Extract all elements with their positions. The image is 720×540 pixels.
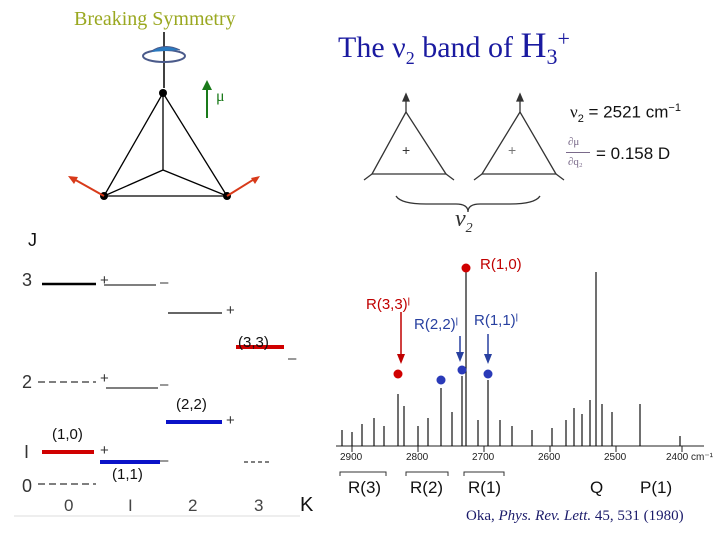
branch-r3: R(3) (348, 478, 382, 497)
citation-authors: Oka, (466, 508, 499, 524)
spectrum-plot (336, 263, 704, 476)
j-tick-2: 2 (22, 372, 33, 392)
citation-rest: 45, 531 (1980) (591, 508, 684, 524)
mode-plus-left: + (402, 142, 411, 158)
slide-title: The ν2 band of H3+ (338, 24, 570, 70)
nu2-brace-symbol: ν (455, 206, 466, 232)
level-label-3-3: (3,3) (238, 334, 269, 351)
citation: Oka, Phys. Rev. Lett. 45, 531 (1980) (466, 508, 684, 525)
j-axis-label: J (28, 230, 37, 250)
j-tick-1: I (24, 442, 30, 462)
breaking-symmetry-heading: Breaking Symmetry (74, 8, 236, 30)
parity-plus-j3k2: + (226, 302, 235, 319)
j-tick-0: 0 (22, 476, 33, 496)
spectrum-axis-2400: 2400 cm⁻¹ (666, 452, 713, 463)
title-nu-sub: 2 (405, 48, 415, 68)
spectrum-axis-2700: 2700 (472, 452, 495, 463)
nu2-brace-label: ν2 (455, 206, 473, 237)
parity-minus-j3: – (160, 274, 169, 291)
parity-plus-j3: + (100, 272, 109, 289)
molecule-triangle (68, 89, 260, 200)
transition-r-1-1: R(1,1)ˡ (474, 312, 519, 329)
transition-r-2-2: R(2,2)ˡ (414, 316, 459, 333)
energy-level-diagram (14, 282, 300, 517)
mu-label: μ (216, 88, 225, 105)
k-tick-1: I (128, 496, 133, 515)
transition-r-1-0: R(1,0) (480, 256, 522, 273)
parity-plus-j1: + (100, 442, 109, 459)
parity-minus-j2: – (160, 376, 169, 393)
nu2-mode-drawing (363, 92, 565, 213)
fraction-bar (566, 152, 590, 153)
nu2-symbol: ν (570, 102, 578, 122)
title-molecule: H (520, 25, 547, 65)
spectrum-axis-2800: 2800 (406, 452, 429, 463)
branch-p1: P(1) (640, 478, 673, 497)
rotation-icon (142, 32, 186, 88)
nu2-brace-sub: 2 (465, 220, 473, 236)
nu2-value: = 2521 cm (583, 102, 669, 122)
title-molecule-sub: 3 (546, 44, 558, 69)
level-label-1-1: (1,1) (112, 466, 143, 483)
branch-r2: R(2) (410, 478, 444, 497)
title-middle: band of (414, 31, 521, 64)
dipole-arrow (202, 80, 212, 118)
title-nu: ν (392, 31, 406, 64)
k-tick-2: 2 (188, 496, 198, 515)
nu2-sub: 2 (577, 113, 584, 126)
nu2-frequency-label: ν2 = 2521 cm−1 (570, 102, 681, 125)
parity-plus-j2k2: + (226, 412, 235, 429)
parity-minus-j1: – (160, 452, 169, 469)
spectrum-axis-2900: 2900 (340, 452, 363, 463)
branch-r1: R(1) (468, 478, 502, 497)
dipole-derivative-value: = 0.158 D (596, 144, 671, 163)
level-label-2-2: (2,2) (176, 396, 207, 413)
dipole-derivative-num: ∂μ (568, 136, 580, 148)
parity-plus-j2: + (100, 370, 109, 387)
k-tick-3: 3 (254, 496, 264, 515)
spectrum-axis-2600: 2600 (538, 452, 561, 463)
mode-plus-right: + (508, 142, 517, 158)
citation-journal: Phys. Rev. Lett. (498, 508, 592, 524)
title-molecule-sup: + (557, 26, 570, 51)
j-tick-3: 3 (22, 270, 33, 290)
level-label-1-0: (1,0) (52, 426, 83, 443)
nu2-exp: −1 (668, 102, 681, 114)
k-axis-label: K (300, 494, 314, 516)
k-tick-0: 0 (64, 496, 74, 515)
transition-r-3-3: R(3,3)ˡ (366, 296, 411, 313)
title-prefix: The (338, 31, 393, 64)
branch-q: Q (590, 478, 604, 497)
dipole-derivative-den: ∂q₂ (568, 156, 583, 168)
spectrum-axis-2500: 2500 (604, 452, 627, 463)
parity-minus-j3k3: – (288, 350, 297, 367)
